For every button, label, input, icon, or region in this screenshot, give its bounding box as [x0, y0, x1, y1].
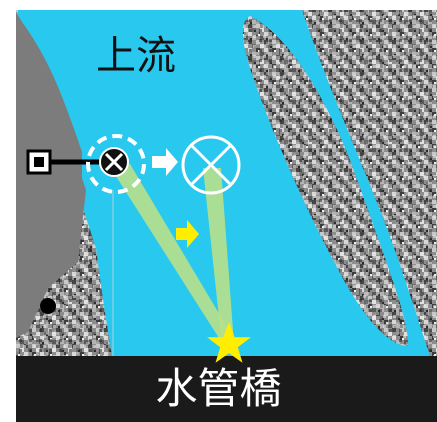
star-icon [207, 322, 251, 363]
view-beam-to-target [203, 168, 234, 346]
drift-arrow-icon [176, 220, 199, 248]
view-beam-to-current [112, 164, 236, 346]
quay-wall [16, 12, 86, 338]
bridge-label: 水管橋 [155, 364, 282, 413]
bridge-deck [16, 356, 437, 422]
crossed-circle-icon [99, 147, 129, 177]
crossed-circle-outline-icon [181, 135, 241, 195]
gravel-island-texture [242, 16, 409, 346]
box-anchor-inner [34, 157, 44, 167]
marker-dot [40, 298, 56, 314]
current-position-halo [86, 134, 146, 194]
arrow-right-icon [152, 148, 178, 176]
upstream-label: 上流 [96, 33, 176, 79]
river-water [18, 10, 430, 356]
